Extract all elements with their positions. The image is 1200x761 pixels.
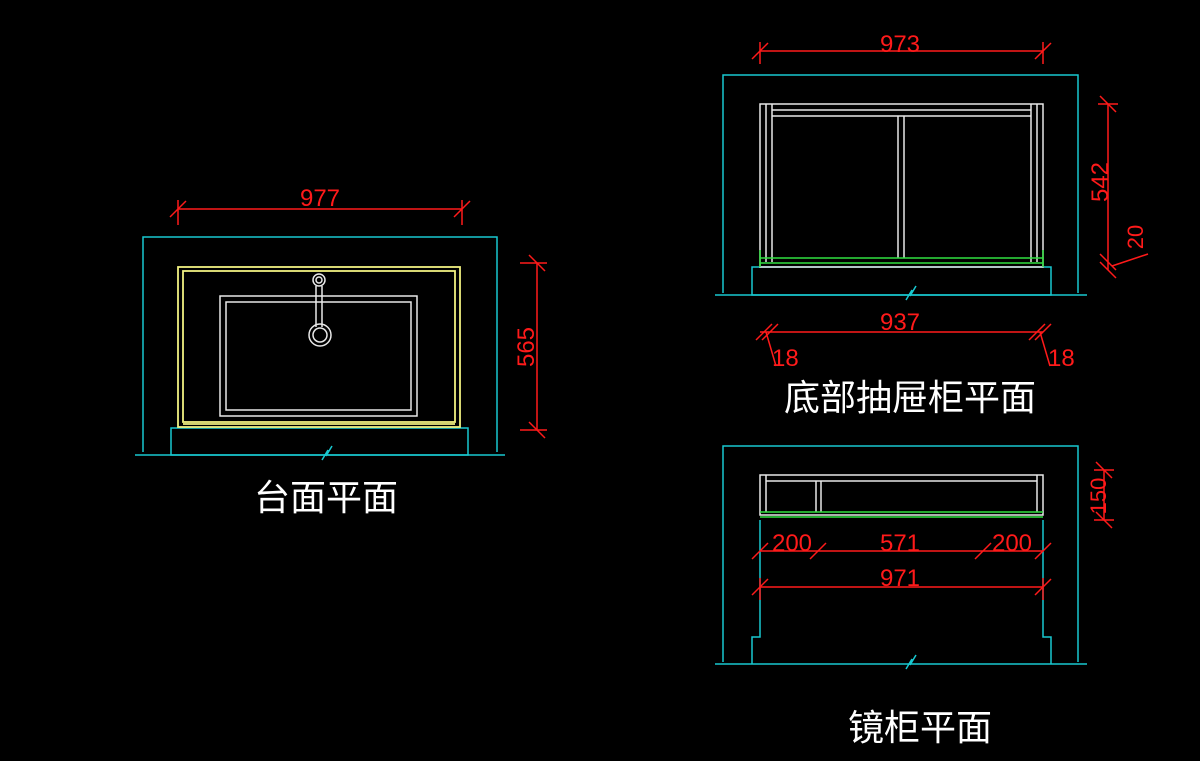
countertop-plinth xyxy=(170,427,469,456)
faucet-icon xyxy=(308,273,332,347)
drawer-cabinet-body xyxy=(759,103,1044,268)
basin-outer xyxy=(219,295,418,417)
countertop-depth-dimension: 565 xyxy=(513,254,547,439)
mirror-mid-label: 571 xyxy=(880,530,920,557)
drawer-height-label: 542 xyxy=(1087,162,1114,202)
mirror-segment-dimensions: 200 571 200 xyxy=(751,530,1052,560)
drawer-bottom-label: 937 xyxy=(880,309,920,336)
mirror-left-label: 200 xyxy=(772,530,812,557)
basin-inner xyxy=(225,301,412,411)
mirror-wall-outline xyxy=(722,445,1079,662)
mirror-cabinet-body xyxy=(759,474,1044,516)
countertop-slab xyxy=(177,266,461,428)
mirror-total-label: 971 xyxy=(880,565,920,592)
drawer-top-dimension: 973 xyxy=(751,31,1052,64)
drawer-cabinet-plan-title: 底部抽屉柜平面 xyxy=(784,378,1036,419)
mirror-total-dimension: 971 xyxy=(751,565,1052,600)
drawer-small-label: 20 xyxy=(1123,225,1148,249)
drawer-wall-outline xyxy=(722,74,1079,293)
mirror-cabinet-plan: 150 200 571 200 971 镜柜平面 xyxy=(715,445,1114,749)
drawer-cabinet-plan: 973 542 20 937 18 18 底部抽屉柜平面 xyxy=(715,31,1149,419)
drawer-right-side-label: 18 xyxy=(1048,345,1075,372)
mirror-depth-label: 150 xyxy=(1086,478,1111,515)
mirror-depth-dimension: 150 xyxy=(1086,461,1114,529)
countertop-width-dimension: 977 xyxy=(169,185,471,225)
countertop-plan-title: 台面平面 xyxy=(254,478,398,519)
drawer-plinth xyxy=(751,266,1052,296)
drawer-height-dimension: 542 20 xyxy=(1087,95,1149,279)
drawer-top-label: 973 xyxy=(880,31,920,58)
drawer-left-side-label: 18 xyxy=(772,345,799,372)
drawer-bottom-dimension: 937 18 18 xyxy=(755,309,1075,372)
countertop-width-label: 977 xyxy=(300,185,340,212)
countertop-depth-label: 565 xyxy=(513,327,540,367)
countertop-plan: 977 565 台面平面 xyxy=(135,185,547,519)
mirror-break-mark xyxy=(905,654,917,670)
countertop-break-mark xyxy=(321,445,333,461)
mirror-cabinet-plan-title: 镜柜平面 xyxy=(848,708,992,749)
drawer-break-mark xyxy=(905,285,917,301)
mirror-right-return xyxy=(1042,520,1052,664)
countertop-wall-outline xyxy=(142,236,498,452)
countertop-slab-inner xyxy=(182,270,456,423)
mirror-right-label: 200 xyxy=(992,530,1032,557)
